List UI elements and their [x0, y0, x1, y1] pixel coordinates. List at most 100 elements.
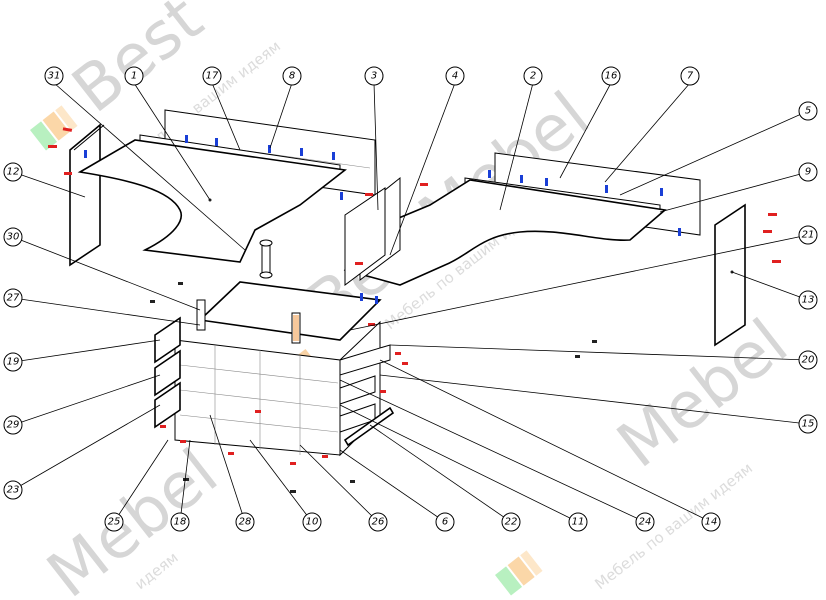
callout-label: 18: [174, 517, 187, 528]
callout-3: 3: [364, 66, 384, 86]
leader-lines: [12, 82, 809, 523]
callout-circle: [104, 512, 124, 532]
callout-label: 30: [7, 232, 20, 243]
drawer-front-19: [154, 316, 181, 364]
callout-circle: [124, 66, 144, 86]
callout-circle: [202, 66, 222, 86]
callout-label: 4: [452, 71, 458, 82]
callouts: 31 1 17 8 3 4 2 16 7 5 9 21 13 12 30 27 19 29 23 25 18 28 10 26…: [3, 66, 818, 532]
callout-11: 11: [568, 512, 588, 532]
callout-label: 26: [372, 517, 385, 528]
callout-13: 13: [798, 290, 818, 310]
callout-label: 15: [802, 419, 815, 430]
callout-17: 17: [202, 66, 222, 86]
callout-label: 24: [639, 517, 652, 528]
callout-18: 18: [170, 512, 190, 532]
callout-label: 3: [371, 71, 377, 82]
callout-2: 2: [523, 66, 543, 86]
callout-27: 27: [3, 288, 23, 308]
callout-label: 14: [705, 517, 718, 528]
callout-label: 5: [805, 106, 811, 117]
plinth-22: [343, 406, 395, 447]
callout-circle: [798, 414, 818, 434]
callout-circle: [3, 415, 23, 435]
callout-label: 9: [805, 167, 811, 178]
callout-30: 30: [3, 227, 23, 247]
callout-circle: [3, 227, 23, 247]
drawer-front-right-2: [339, 375, 376, 405]
callout-circle: [170, 512, 190, 532]
callout-26: 26: [368, 512, 388, 532]
callout-16: 16: [601, 66, 621, 86]
callout-circle: [798, 162, 818, 182]
panel-13: [714, 203, 746, 347]
drawer-unit: [154, 281, 395, 457]
drawer-front-23: [154, 381, 181, 429]
callout-label: 21: [802, 230, 815, 241]
tabletop-right: [343, 179, 667, 286]
callout-12: 12: [3, 162, 23, 182]
callout-label: 25: [108, 517, 121, 528]
callout-29: 29: [3, 415, 23, 435]
callout-14: 14: [701, 512, 721, 532]
callout-25: 25: [104, 512, 124, 532]
callout-19: 19: [3, 352, 23, 372]
callout-28: 28: [235, 512, 255, 532]
callout-circle: [798, 350, 818, 370]
callout-circle: [3, 162, 23, 182]
callout-label: 31: [48, 71, 61, 82]
callout-label: 23: [7, 485, 20, 496]
callout-31: 31: [44, 66, 64, 86]
callout-21: 21: [798, 225, 818, 245]
callout-label: 29: [7, 420, 20, 431]
callout-label: 19: [7, 357, 20, 368]
callout-15: 15: [798, 414, 818, 434]
callout-circle: [798, 101, 818, 121]
callout-label: 20: [802, 355, 815, 366]
callout-22: 22: [501, 512, 521, 532]
watermark-brand-right: Mebel: [604, 306, 801, 483]
callout-1: 1: [124, 66, 144, 86]
callout-label: 8: [289, 71, 295, 82]
callout-7: 7: [680, 66, 700, 86]
callout-circle: [798, 290, 818, 310]
leg-30: [196, 299, 206, 331]
right-desk-group: [343, 152, 746, 347]
callout-circle: [501, 512, 521, 532]
tabletop-left: [77, 139, 347, 263]
callout-circle: [368, 512, 388, 532]
callout-circle: [568, 512, 588, 532]
callout-circle: [282, 66, 302, 86]
callout-label: 12: [7, 167, 20, 178]
callout-circle: [701, 512, 721, 532]
callout-label: 22: [505, 517, 518, 528]
callout-20: 20: [798, 350, 818, 370]
callout-label: 10: [306, 517, 319, 528]
logo-mark-bottom: [495, 550, 543, 596]
callout-10: 10: [302, 512, 322, 532]
unit-front: [174, 339, 341, 456]
watermark-tagline-right: Мебель по вашим идеям: [591, 459, 756, 593]
callout-circle: [601, 66, 621, 86]
callout-circle: [680, 66, 700, 86]
panel-12: [69, 123, 101, 267]
callout-label: 13: [802, 295, 815, 306]
callout-label: 28: [239, 517, 252, 528]
callout-circle: [3, 352, 23, 372]
callout-circle: [523, 66, 543, 86]
callout-label: 17: [206, 71, 219, 82]
callout-label: 7: [687, 71, 694, 82]
left-desk-group: [69, 109, 376, 279]
callout-9: 9: [798, 162, 818, 182]
callout-4: 4: [445, 66, 465, 86]
fasteners: [48, 127, 781, 493]
callout-24: 24: [635, 512, 655, 532]
callout-circle: [235, 512, 255, 532]
connector-leg: [261, 242, 271, 276]
callout-5: 5: [798, 101, 818, 121]
callout-circle: [44, 66, 64, 86]
callout-circle: [635, 512, 655, 532]
callout-label: 27: [7, 293, 20, 304]
drawer-front-29: [154, 349, 181, 397]
